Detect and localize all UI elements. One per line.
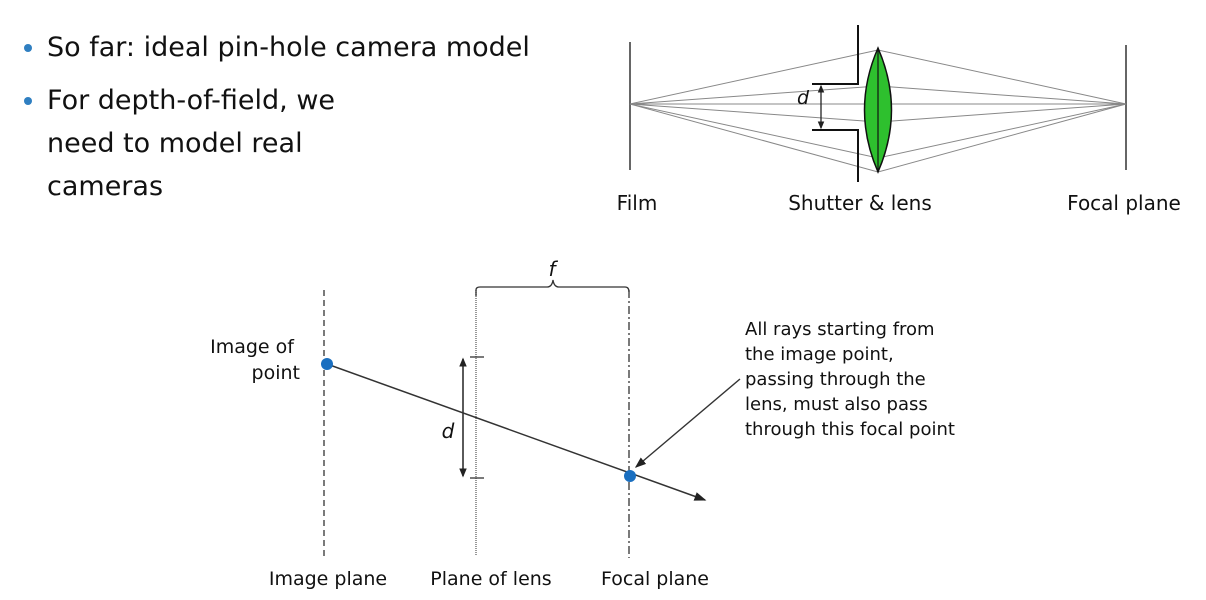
- film-label: Film: [617, 191, 658, 215]
- plane-of-lens-label: Plane of lens: [430, 568, 551, 590]
- focal-point: [624, 470, 636, 482]
- focal-length-label: f: [548, 257, 558, 281]
- focal-length-brace: [475, 279, 630, 296]
- bullet-item: So far: ideal pin-hole camera model: [22, 26, 530, 69]
- shutter-lens-label: Shutter & lens: [788, 191, 932, 215]
- focal-plane-label: Focal plane: [1067, 191, 1181, 215]
- image-plane-label: Image plane: [269, 568, 387, 590]
- aperture-label: d: [442, 419, 455, 443]
- aperture-label: d: [797, 87, 810, 109]
- bullet-list: So far: ideal pin-hole camera model For …: [22, 26, 530, 218]
- ray-line: [326, 363, 707, 501]
- annotation-text: All rays starting from the image point, …: [745, 319, 955, 440]
- depth-of-field-diagram: f d Image of point All rays starting fro…: [210, 257, 955, 590]
- image-point: [321, 358, 333, 370]
- image-of-point-label: Image of point: [210, 336, 300, 384]
- shutter: [812, 25, 859, 182]
- focal-plane-label: Focal plane: [601, 568, 709, 590]
- annotation-arrow: [634, 378, 741, 468]
- bullet-item: For depth-of-field, we need to model rea…: [22, 79, 367, 208]
- thin-lens-diagram: d Film Shutter & lens Focal plane: [617, 25, 1181, 215]
